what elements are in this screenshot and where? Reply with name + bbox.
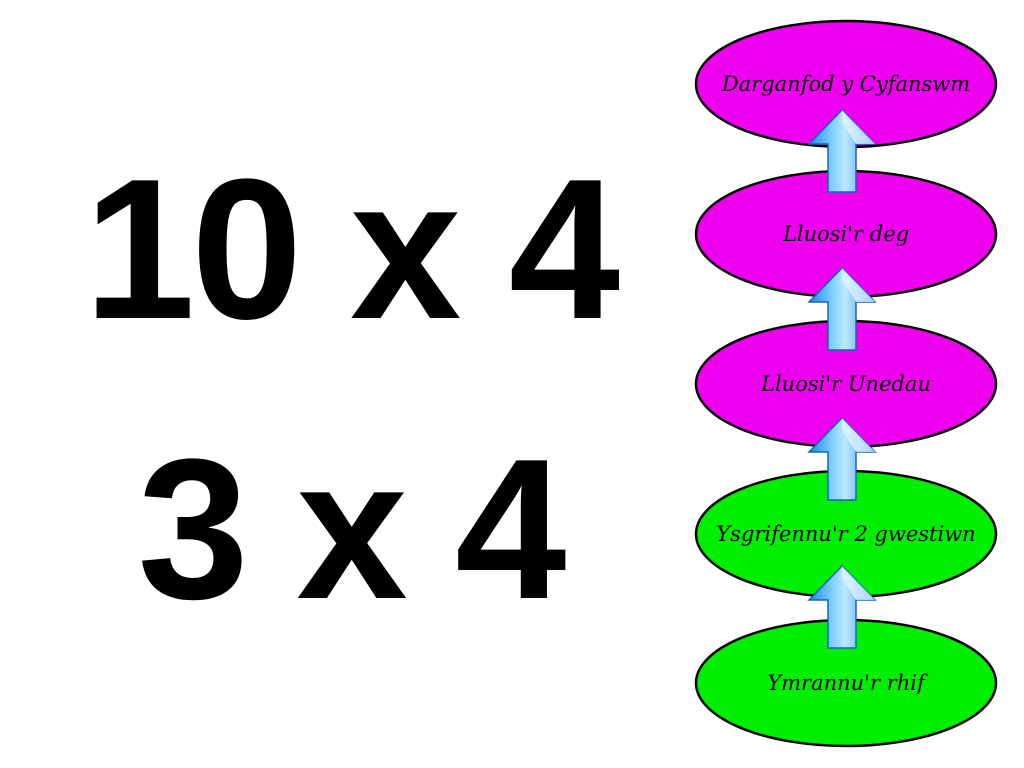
up-arrow-icon [807, 416, 877, 501]
step-node-1: Darganfod y Cyfanswm [694, 19, 998, 149]
step-node-3: Lluosi'r Unedau [694, 319, 998, 449]
step-label-5: Ymrannu'r rhif [767, 671, 928, 695]
expression-3x4: 3 x 4 [137, 418, 567, 641]
step-node-4: Ysgrifennu'r 2 gwestiwn [694, 469, 998, 599]
step-label-1: Darganfod y Cyfanswm [721, 72, 970, 96]
step-label-2: Lluosi'r deg [782, 222, 909, 246]
up-arrow-icon [807, 266, 877, 351]
up-arrow-icon [807, 564, 877, 649]
up-arrow-icon [807, 108, 877, 193]
expression-10x4: 10 x 4 [83, 138, 620, 361]
step-label-4: Ysgrifennu'r 2 gwestiwn [716, 522, 975, 546]
step-label-3: Lluosi'r Unedau [760, 372, 931, 396]
